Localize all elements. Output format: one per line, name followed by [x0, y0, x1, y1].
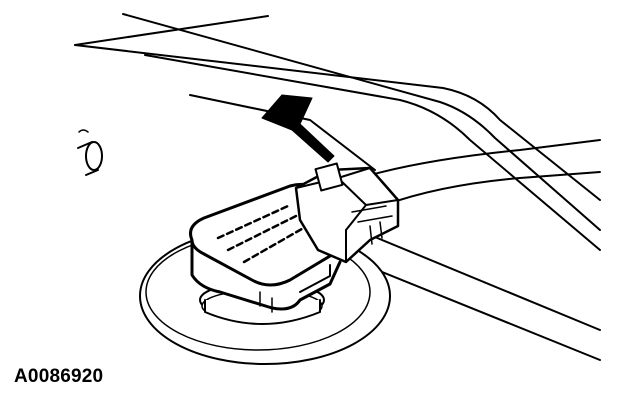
pointer-arrow-icon: [261, 94, 335, 163]
round-stub: [77, 129, 103, 176]
figure-id-label: A0086920: [14, 366, 104, 387]
connector-plug: [294, 162, 400, 264]
